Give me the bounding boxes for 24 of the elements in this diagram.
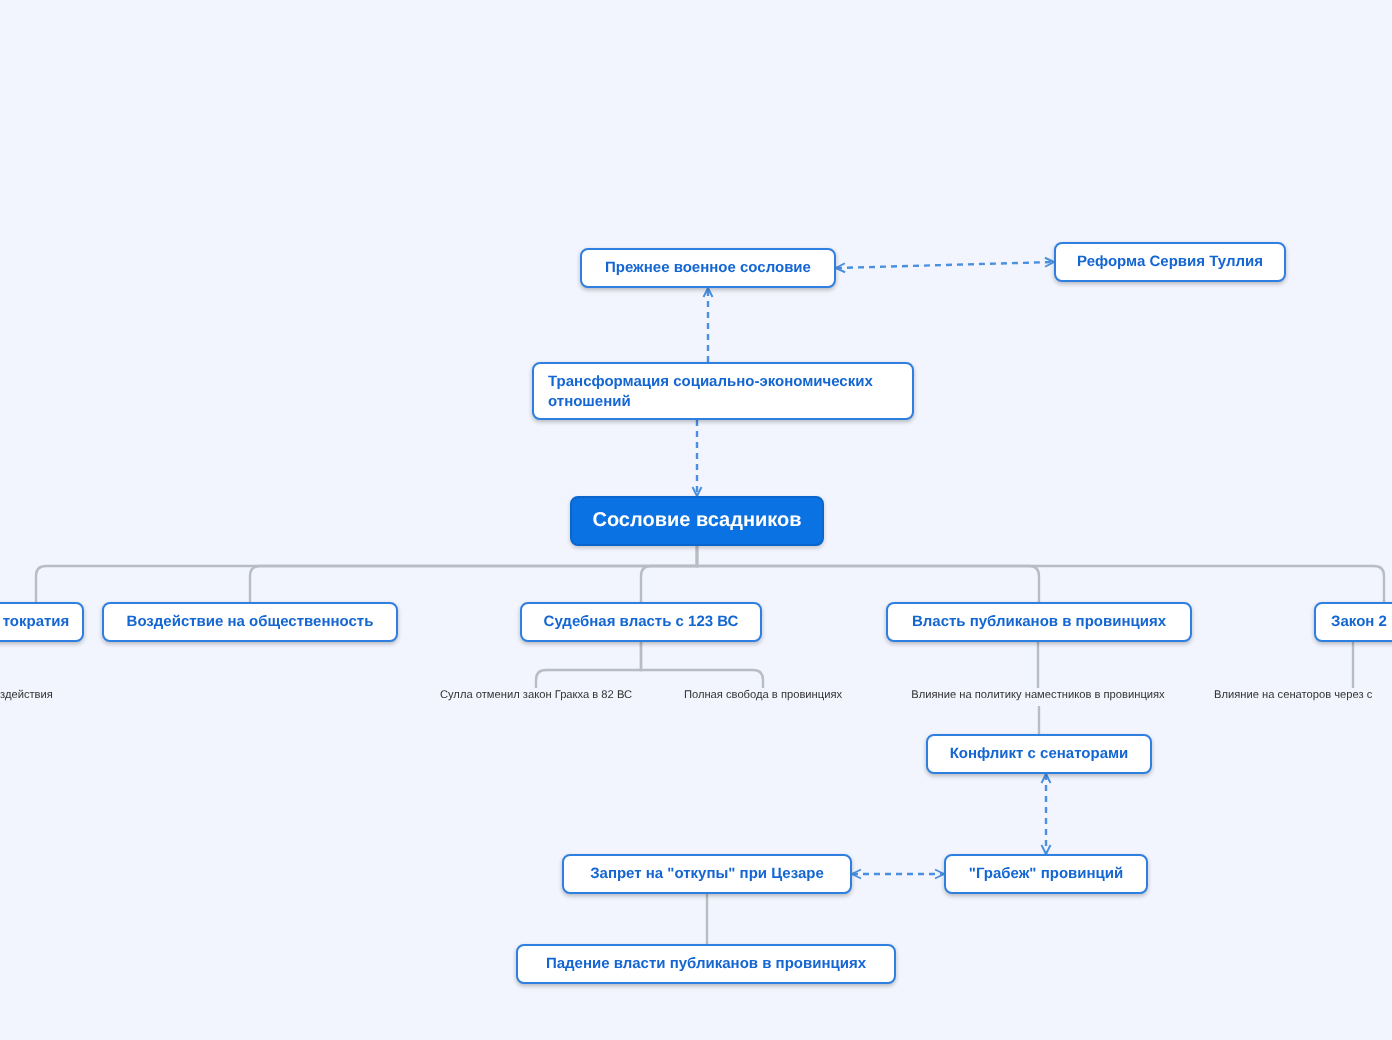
connector-line [1351, 642, 1355, 688]
dashed-arrow [702, 287, 714, 362]
topic-box [1314, 602, 1392, 642]
topic-box [562, 854, 852, 894]
topic-box [1054, 242, 1286, 282]
connector-line [695, 546, 1386, 602]
central-topic-box [570, 496, 824, 546]
topic-label: Сословие всадников [592, 508, 802, 534]
dashed-arrow [835, 256, 1055, 274]
topic-box [580, 248, 836, 288]
dashed-arrow [691, 420, 703, 497]
dashed-arrow [851, 868, 945, 880]
topic-box [0, 602, 84, 642]
connector-line [1036, 642, 1040, 688]
topic-box [102, 602, 398, 642]
dashed-arrow [1040, 773, 1052, 855]
topic-box [532, 362, 914, 420]
topic-box [520, 602, 762, 642]
topic-box [926, 734, 1152, 774]
topic-box [944, 854, 1148, 894]
topic-box [516, 944, 896, 984]
topic-box [886, 602, 1192, 642]
connector-line [705, 894, 709, 944]
connector-line [1037, 706, 1041, 734]
